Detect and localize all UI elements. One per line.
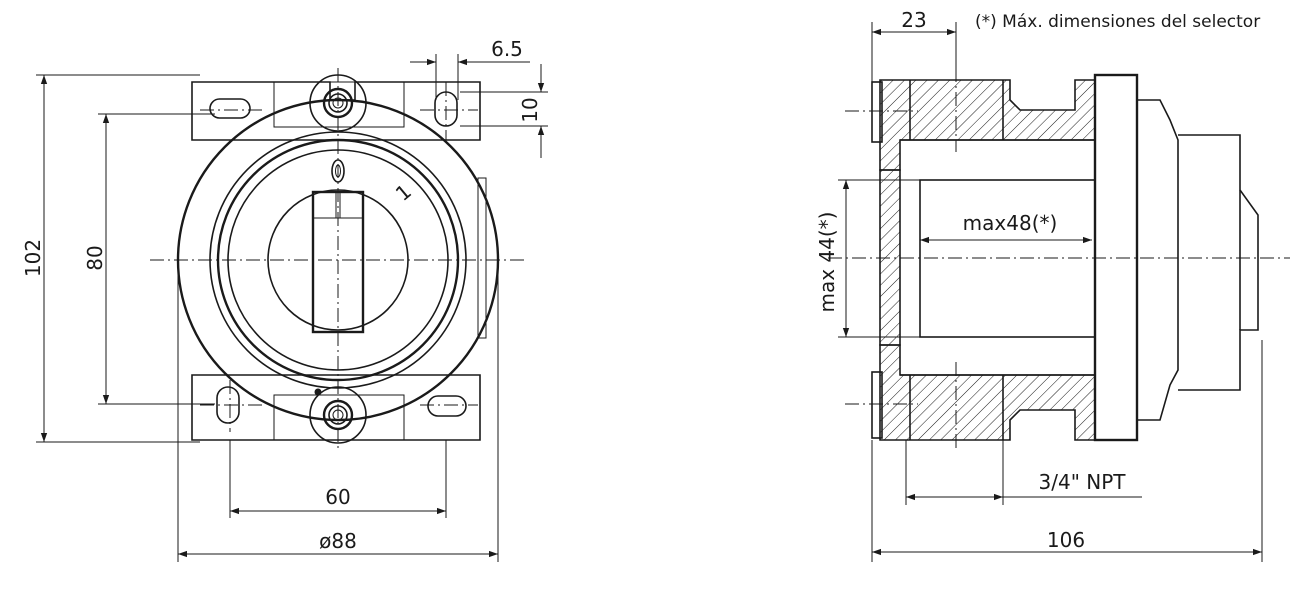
- dim-label-80: 80: [83, 245, 107, 270]
- dim-label-10: 10: [518, 97, 542, 122]
- dim-label-max48: max48(*): [963, 211, 1058, 235]
- plate-side-tab: [477, 177, 487, 339]
- position-one-mark: 1: [391, 179, 416, 206]
- slot-bottom-right: [427, 395, 467, 417]
- dim-label-88: ø88: [319, 529, 357, 553]
- dim-label-6-5: 6.5: [491, 37, 523, 61]
- hub-section-top: [879, 79, 1096, 171]
- dim-label-60: 60: [325, 485, 350, 509]
- side-view: 23 (*) Máx. dimensiones del selector max…: [815, 8, 1290, 562]
- slot-bottom-left: [216, 386, 240, 424]
- hub-section-bottom: [879, 344, 1096, 441]
- slot-top-left: [209, 98, 251, 119]
- mounting-plate-bottom: [191, 374, 481, 441]
- dim-label-max44: max 44(*): [815, 212, 839, 313]
- front-view: 1 102 80: [21, 37, 548, 562]
- selector-note: (*) Máx. dimensiones del selector: [975, 12, 1260, 32]
- dim-label-npt: 3/4" NPT: [1039, 470, 1127, 494]
- dim-label-106: 106: [1047, 528, 1085, 552]
- plate-inner-top: [273, 81, 405, 128]
- plate-inner-bottom: [273, 394, 405, 441]
- knob-side-profile: [1178, 134, 1259, 391]
- dim-label-102: 102: [21, 239, 45, 277]
- dim-label-23: 23: [901, 8, 926, 32]
